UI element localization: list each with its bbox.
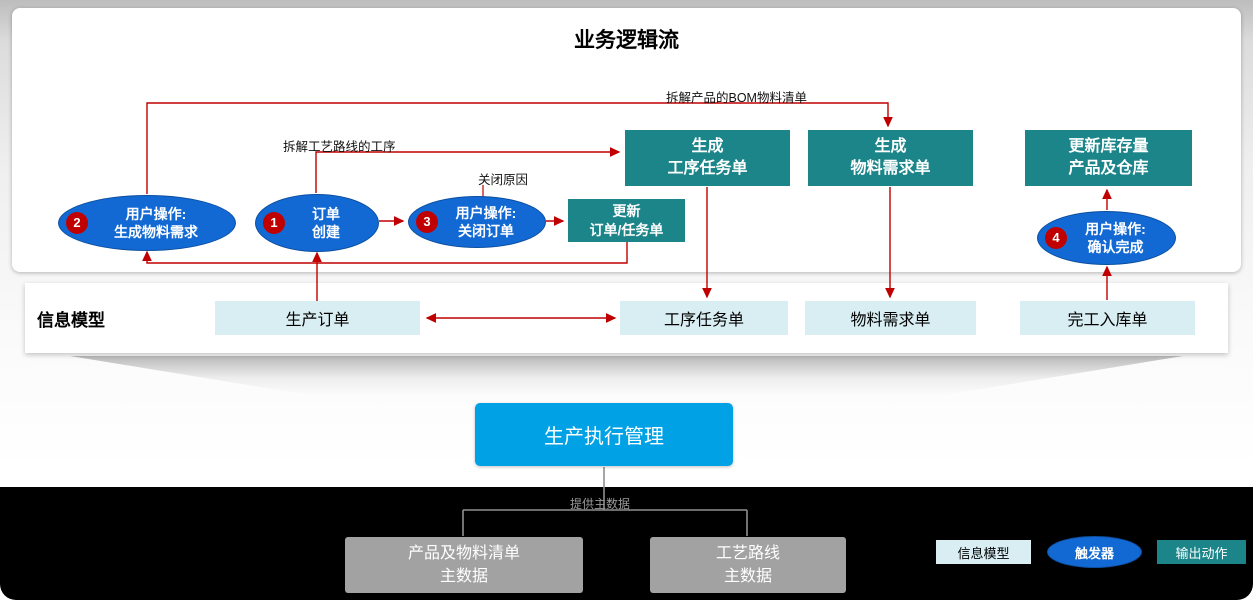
info-box-process-task-order: 工序任务单 (620, 301, 788, 335)
info-box-finished-goods-receipt: 完工入库单 (1020, 301, 1195, 335)
trigger-number-badge: 3 (416, 211, 438, 233)
legend-info-model: 信息模型 (936, 540, 1031, 564)
page-title: 业务逻辑流 (574, 29, 679, 52)
master-label-line2: 主数据 (723, 568, 772, 585)
annotation-bom: 拆解产品的BOM物料清单 (666, 91, 807, 105)
trigger-number-badge: 4 (1045, 227, 1067, 249)
connector-label: 提供主数据 (570, 497, 631, 511)
trigger-label-line2: 创建 (312, 224, 340, 240)
trigger-label-line1: 用户操作: (455, 204, 517, 221)
trigger-number-badge: 2 (66, 212, 88, 234)
master-label-line1: 工艺路线 (715, 544, 780, 562)
annotation-route: 拆解工艺路线的工序 (283, 140, 396, 154)
action-update-order-task: 更新 订单/任务单 (568, 199, 685, 242)
master-data-process-route: 工艺路线 主数据 (650, 537, 846, 593)
trigger-number-badge: 1 (263, 212, 285, 234)
action-label-line2: 产品及仓库 (1068, 160, 1149, 177)
production-execution-module: 生产执行管理 (475, 403, 733, 466)
action-label-line2: 工序任务单 (667, 160, 748, 177)
trigger-label-line2: 确认完成 (1087, 239, 1144, 255)
action-label-line1: 生成 (874, 138, 907, 156)
legend-trigger: 触发器 (1047, 536, 1142, 568)
action-update-inventory: 更新库存量 产品及仓库 (1025, 130, 1192, 186)
trigger-label-line1: 用户操作: (125, 205, 187, 222)
action-label-line2: 订单/任务单 (589, 221, 664, 238)
info-model-title: 信息模型 (37, 311, 105, 330)
action-label-line1: 更新库存量 (1068, 138, 1149, 156)
trigger-label-line1: 订单 (312, 205, 340, 222)
trigger-label-line1: 用户操作: (1085, 220, 1146, 237)
legend-output-action: 输出动作 (1157, 540, 1246, 564)
action-generate-material-requirement: 生成 物料需求单 (808, 130, 973, 186)
trigger-generate-material-demand: 2 用户操作: 生成物料需求 (58, 195, 236, 251)
master-data-product-bom: 产品及物料清单 主数据 (345, 537, 583, 593)
action-label-line1: 更新 (612, 203, 641, 220)
info-box-material-requirement: 物料需求单 (805, 301, 976, 335)
trigger-close-order: 3 用户操作: 关闭订单 (408, 196, 546, 248)
master-label-line1: 产品及物料清单 (407, 544, 520, 562)
action-label-line2: 物料需求单 (850, 160, 931, 177)
master-label-line2: 主数据 (439, 568, 488, 585)
trigger-order-create: 1 订单 创建 (255, 194, 379, 252)
trigger-label-line2: 生成物料需求 (114, 224, 198, 240)
action-generate-process-task: 生成 工序任务单 (625, 130, 790, 186)
trigger-confirm-complete: 4 用户操作: 确认完成 (1037, 211, 1176, 265)
action-label-line1: 生成 (691, 138, 724, 156)
trigger-label-line2: 关闭订单 (457, 223, 514, 239)
annotation-close-reason: 关闭原因 (478, 173, 529, 187)
info-box-production-order: 生产订单 (215, 301, 420, 335)
master-data-panel (0, 487, 1253, 600)
